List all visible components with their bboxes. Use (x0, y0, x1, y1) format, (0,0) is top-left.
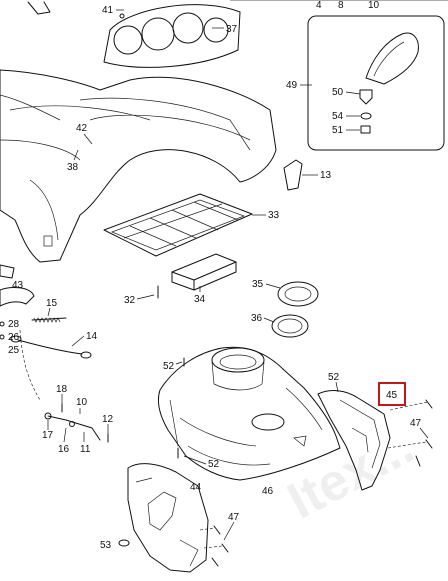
callout-17: 17 (42, 430, 54, 441)
callout-32: 32 (124, 295, 136, 306)
watermark-text: Itex... (278, 417, 423, 531)
ring-35-inner (284, 286, 312, 302)
callout-28: 28 (8, 319, 20, 330)
washer-54 (360, 112, 372, 120)
center-console-46 (157, 346, 341, 481)
callout-18: 18 (56, 384, 68, 395)
side-panel-45 (317, 390, 391, 491)
callout-52a: 52 (163, 361, 175, 372)
header-label-8: 8 (338, 0, 344, 11)
leader-36 (263, 317, 275, 323)
callout-25: 25 (8, 345, 20, 356)
leader-52a (175, 361, 183, 365)
callout-45-highlight[interactable] (378, 382, 406, 406)
pad-34 (171, 253, 237, 291)
nut-51 (360, 125, 371, 134)
leader-52c (335, 381, 339, 393)
tray-33 (103, 193, 253, 257)
callout-11: 11 (80, 444, 91, 455)
lower-panel-44 (127, 463, 209, 573)
leader-42 (83, 133, 93, 145)
link-eye-16 (69, 421, 75, 427)
callout-36: 36 (251, 313, 263, 324)
inset-box (307, 15, 445, 151)
callout-14: 14 (86, 331, 98, 342)
callout-51: 51 (332, 125, 344, 136)
washer-28 (0, 321, 5, 327)
leader-35 (265, 283, 281, 289)
callout-43: 43 (12, 280, 24, 291)
leader-14 (71, 335, 85, 347)
washer-53 (118, 539, 130, 547)
leader-52b (183, 455, 207, 465)
spring-15 (31, 317, 67, 321)
callout-12: 12 (102, 414, 114, 425)
cable-14-start (10, 335, 22, 343)
bracket-13 (283, 159, 303, 191)
callout-46: 46 (262, 486, 274, 497)
bracket-left-upper (0, 264, 15, 279)
leader-15 (47, 307, 51, 317)
callout-54: 54 (332, 111, 344, 122)
ring-36-inner (277, 318, 303, 334)
callout-15: 15 (46, 298, 58, 309)
screw-50 (359, 89, 373, 105)
callout-47a: 47 (410, 418, 422, 429)
header-label-10: 10 (368, 0, 380, 11)
callout-34: 34 (194, 294, 206, 305)
fasteners-47-right (387, 399, 433, 467)
linkage-rod (47, 415, 101, 441)
callout-47b: 47 (228, 512, 240, 523)
callout-44: 44 (190, 482, 202, 493)
callout-53: 53 (100, 540, 112, 551)
washer-26 (0, 334, 5, 340)
ring-35 (277, 281, 319, 307)
callout-42: 42 (76, 123, 88, 134)
callout-49: 49 (286, 80, 298, 91)
leader-16 (63, 427, 67, 443)
leader-47a (419, 427, 429, 439)
ring-36 (271, 314, 309, 338)
console-body (0, 69, 277, 263)
callout-26: 26 (8, 332, 20, 343)
callout-16: 16 (58, 444, 70, 455)
callout-52b: 52 (208, 459, 220, 470)
screw-41 (119, 13, 125, 19)
callout-10: 10 (76, 397, 88, 408)
cable-14 (17, 339, 83, 355)
cable-dashed (19, 329, 41, 401)
cable-14-end (80, 351, 92, 359)
gauge-bezel (103, 4, 241, 68)
spring-15-coils (33, 317, 61, 323)
callout-13: 13 (320, 170, 332, 181)
link-eye-17 (44, 412, 52, 420)
leader-38 (73, 149, 79, 161)
callout-50: 50 (332, 87, 344, 98)
callout-37: 37 (226, 24, 238, 35)
callout-52c: 52 (328, 372, 340, 383)
leader-50 (345, 91, 361, 95)
callout-45[interactable]: 45 (386, 390, 398, 401)
leader-47b (223, 521, 235, 541)
callout-35: 35 (252, 279, 264, 290)
callout-38: 38 (67, 162, 79, 173)
bracket-43 (0, 287, 35, 307)
leader-32 (136, 294, 155, 300)
fasteners-47-bottom (199, 525, 229, 567)
bracket-part-top (27, 1, 51, 15)
callout-33: 33 (268, 210, 280, 221)
callout-41: 41 (102, 5, 114, 16)
header-label-4: 4 (316, 0, 322, 11)
